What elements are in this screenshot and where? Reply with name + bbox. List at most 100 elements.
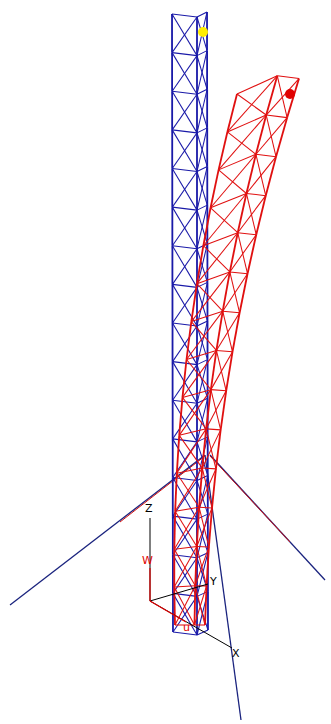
lattice-member (230, 272, 248, 274)
lattice-member (195, 586, 207, 625)
lattice-member (172, 207, 197, 249)
lattice-member (171, 53, 173, 92)
axis-label: X (232, 648, 240, 660)
lattice-member (197, 321, 208, 326)
lattice-member (197, 133, 207, 167)
lattice-member (196, 133, 198, 172)
lattice-member (191, 311, 222, 321)
lattice-member (197, 233, 238, 284)
lattice-member (238, 233, 248, 274)
lattice-member (172, 284, 174, 323)
lattice-member (197, 360, 208, 365)
lattice-member (182, 397, 206, 428)
lattice-member (246, 193, 256, 234)
lattice-member (256, 154, 276, 156)
lattice-member (174, 507, 199, 549)
lattice-member (177, 429, 206, 473)
lattice-member (237, 76, 277, 94)
lattice-member (219, 115, 267, 170)
lattice-member (203, 246, 229, 272)
lattice-member (172, 130, 197, 133)
lattice-member (177, 468, 202, 473)
axis-label: Y (210, 576, 217, 588)
lattice-member (172, 53, 197, 95)
lattice-member (230, 272, 240, 313)
lattice-member (206, 167, 208, 206)
lattice-member (202, 468, 216, 470)
lattice-member (196, 210, 198, 249)
lattice-member (195, 624, 206, 625)
lattice-member (197, 284, 223, 312)
lattice-member (196, 365, 198, 404)
lattice-member (194, 586, 197, 625)
lattice-member (196, 17, 198, 56)
lattice-member (171, 91, 173, 130)
lattice-member (173, 362, 197, 365)
lattice-member (197, 210, 207, 244)
lattice-member (211, 208, 238, 233)
lattice-member (196, 481, 198, 520)
lattice-member (206, 51, 208, 90)
lattice-member (202, 468, 212, 508)
lattice-member (172, 14, 197, 17)
undeformed-tower (172, 12, 208, 635)
lattice-member (219, 154, 256, 170)
lattice-member (211, 390, 226, 391)
lattice-member (173, 400, 197, 442)
lattice-member (172, 169, 197, 211)
lattice-member (197, 172, 207, 206)
lattice-member (172, 246, 197, 249)
lattice-member (179, 397, 182, 435)
lattice-member (171, 14, 173, 53)
lattice-member (206, 429, 216, 469)
lattice-member (173, 549, 175, 587)
lattice-member (174, 547, 196, 550)
lattice-member (173, 555, 197, 558)
axis-label: W (142, 555, 153, 567)
lattice-member (173, 323, 198, 365)
lattice-member (199, 469, 216, 507)
lattice-member (219, 170, 247, 194)
lattice-member (216, 350, 226, 390)
node-marker (198, 27, 208, 37)
lattice-member (187, 350, 217, 359)
lattice-member (173, 593, 197, 596)
lattice-member (172, 169, 197, 172)
lattice-member (175, 468, 202, 511)
lattice-member (195, 586, 205, 625)
lattice-member (197, 56, 207, 90)
lattice-member (197, 17, 207, 51)
lattice-member (175, 586, 195, 625)
lattice-member (197, 128, 207, 133)
lattice-member (191, 322, 216, 351)
lattice-member (199, 507, 212, 509)
lattice-member (172, 439, 174, 478)
lattice-member (223, 311, 233, 352)
lattice-member (172, 207, 197, 210)
axes (150, 518, 232, 648)
lattice-member (199, 507, 209, 547)
lattice-member (277, 76, 299, 79)
lattice-member (227, 76, 277, 132)
lattice-member (175, 473, 177, 511)
lattice-member (203, 208, 210, 246)
lattice-member (227, 132, 256, 154)
node-marker (285, 89, 295, 99)
lattice-member (174, 586, 195, 587)
lattice-member (202, 430, 220, 468)
guy-wires (10, 455, 325, 720)
lattice-member (197, 167, 207, 172)
lattice-member (195, 547, 197, 586)
axis-label: u (183, 622, 190, 634)
lattice-member (179, 435, 202, 468)
lattice-member (246, 193, 265, 195)
lattice-member (227, 115, 266, 132)
lattice-member (196, 172, 198, 211)
lattice-member (211, 154, 256, 208)
lattice-member (197, 12, 207, 56)
lattice-member (197, 508, 212, 547)
lattice-member (266, 115, 276, 157)
lattice-member (172, 400, 174, 439)
lattice-member (196, 94, 198, 133)
